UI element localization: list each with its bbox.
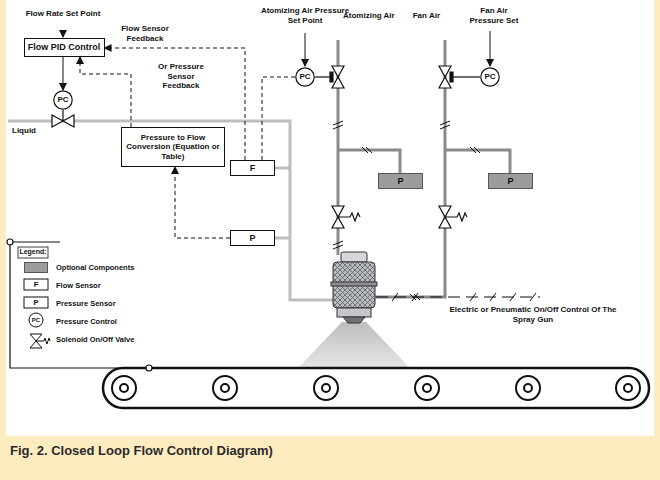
line-label: Atomizing Air: [343, 11, 413, 21]
line-label: Liquid: [12, 126, 52, 136]
optional-pressure-sensor: P: [378, 173, 423, 189]
node-text: F: [250, 163, 256, 173]
conveyor-belt: [103, 368, 649, 408]
solenoid-valve: [332, 206, 467, 228]
legend-sample-text: PC: [29, 315, 43, 326]
node-text: Pressure to Flow Conversion (Equation or…: [122, 133, 224, 161]
node-text: PC: [484, 72, 495, 81]
node-text: PC: [57, 95, 68, 104]
node-text: P: [397, 176, 403, 186]
liquid-pipe: [8, 121, 333, 300]
controller-box: Flow PID Control: [24, 38, 105, 57]
pressure-control: PC: [295, 67, 315, 87]
setpoint-label: Atomizing Air Pressure Set Point: [256, 6, 354, 25]
spray-gun: [331, 252, 377, 323]
node-text: P: [249, 233, 255, 243]
legend-text: Optional Components: [56, 263, 134, 272]
node-text: P: [507, 176, 513, 186]
feedback-signal: [262, 77, 295, 160]
legend-frame: [7, 239, 152, 371]
legend-samples: [24, 279, 50, 348]
pressure-control: PC: [480, 67, 500, 87]
flow-sensor: F: [230, 160, 275, 176]
pressure-control: PC: [53, 90, 73, 110]
setpoint-label: Flow Rate Set Point: [20, 9, 106, 19]
spray-cone: [298, 322, 410, 368]
control-valve: [439, 66, 480, 88]
line-label: Fan Air: [400, 11, 440, 21]
control-valve: [52, 110, 74, 127]
legend-sample-text: F: [24, 279, 48, 290]
figure-caption: Fig. 2. Closed Loop Flow Control Diagram…: [10, 443, 273, 458]
node-text: PC: [299, 72, 310, 81]
signal-label: Flow Sensor Feedback: [108, 24, 182, 43]
legend-text: Pressure Sensor: [56, 299, 116, 308]
legend-text: Flow Sensor: [56, 281, 101, 290]
control-valve: [315, 66, 344, 88]
optional-pressure-sensor: P: [488, 173, 533, 189]
setpoint-label: Fan Air Pressure Set: [464, 6, 524, 25]
legend-swatch: [24, 262, 48, 273]
node-text: Flow PID Control: [28, 42, 101, 52]
feedback-signal: [80, 57, 131, 127]
air-pipes: [338, 40, 510, 297]
legend-sample-text: P: [24, 297, 48, 308]
signal-label: Electric or Pneumatic On/Off Control Of …: [448, 305, 618, 324]
legend-text: Solenoid On/Off Valve: [56, 335, 134, 344]
legend-text: Pressure Control: [56, 317, 117, 326]
signal-label: Or Pressure Sensor Feedback: [150, 62, 212, 91]
conversion-box: Pressure to Flow Conversion (Equation or…: [121, 127, 225, 167]
control-line: [63, 57, 64, 90]
feedback-signal: [175, 167, 230, 238]
control-signal-line: [376, 293, 540, 301]
legend-heading: Legend:: [18, 248, 48, 256]
pressure-sensor: P: [230, 230, 275, 246]
